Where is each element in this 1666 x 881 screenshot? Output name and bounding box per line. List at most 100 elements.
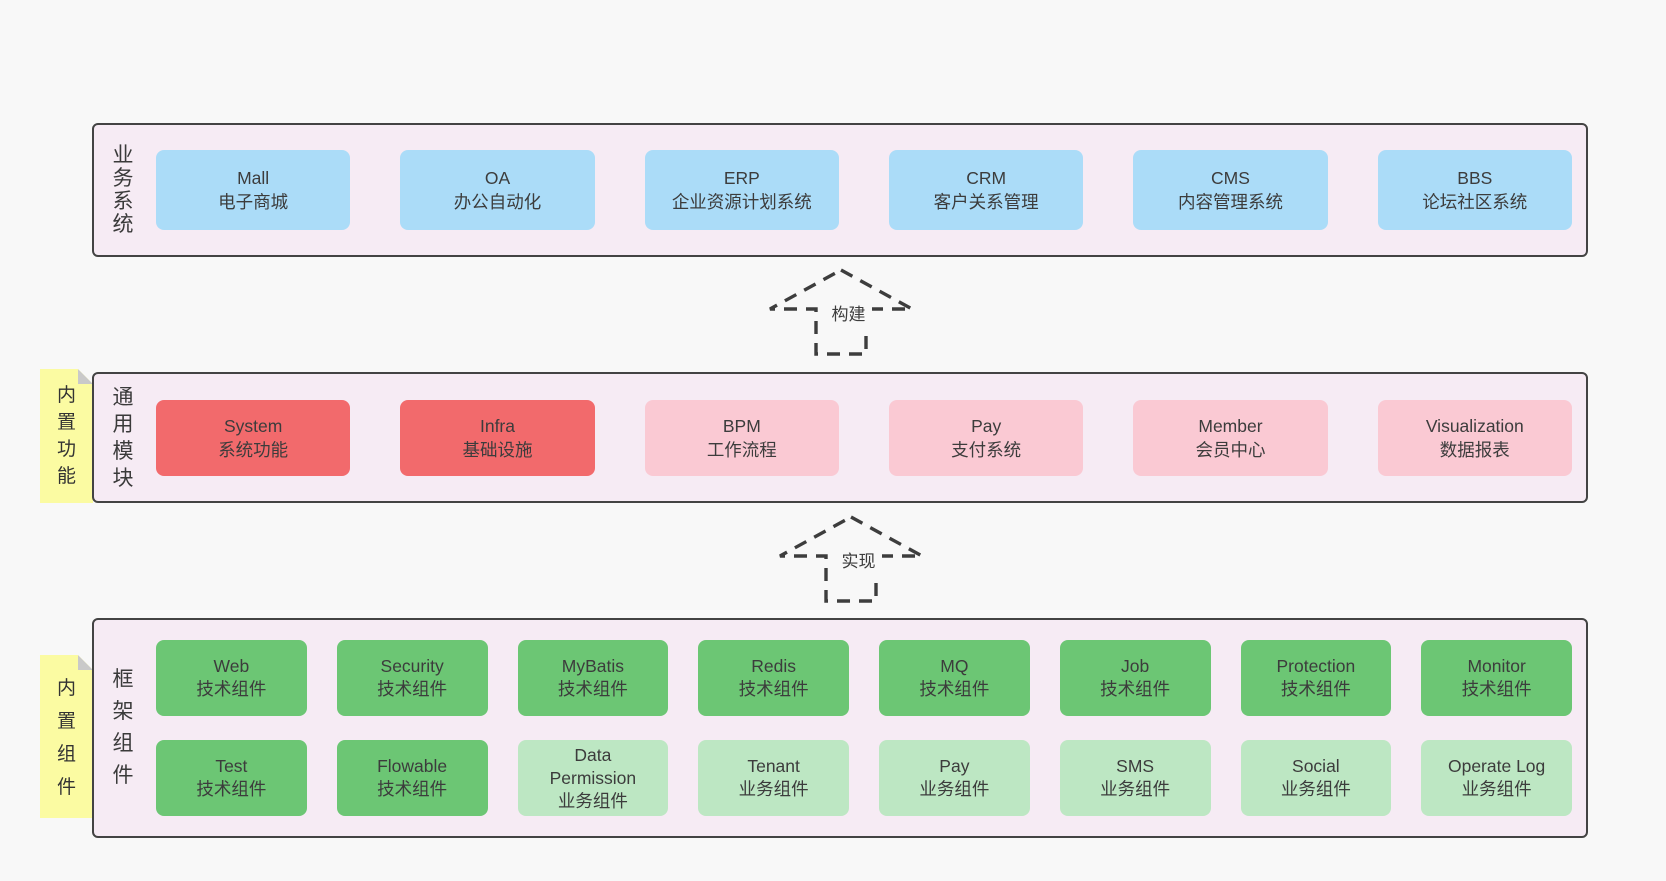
box-title: ERP: [723, 168, 760, 188]
box-title: Protection: [1276, 656, 1356, 676]
box-member: Member 会员中心: [1133, 399, 1328, 476]
box-subtitle: 技术组件: [557, 679, 628, 699]
sticky-note-label: 内置功能: [56, 385, 76, 487]
box-title: Tenant: [747, 756, 800, 776]
box-subtitle: 技术组件: [196, 779, 267, 799]
biz-components-row: Test 技术组件 Flowable 技术组件 Data Permission …: [156, 740, 1572, 816]
sticky-note-builtin-features: 内置功能: [40, 369, 93, 503]
box-social: Social 业务组件: [1240, 740, 1392, 816]
folded-corner-icon: [78, 655, 93, 670]
business-boxes-row: Mall 电子商城 OA 办公自动化 ERP 企业资源计划系统 CRM 客户关系…: [156, 150, 1572, 230]
sticky-note-label: 内置组件: [56, 678, 76, 798]
box-subtitle: 技术组件: [196, 679, 267, 699]
folded-corner-icon: [78, 369, 93, 384]
box-pay-component: Pay 业务组件: [879, 740, 1030, 816]
box-subtitle: 业务组件: [1280, 779, 1351, 799]
box-title: CMS: [1211, 168, 1250, 188]
box-subtitle: 内容管理系统: [1177, 192, 1283, 212]
box-title: System: [223, 415, 283, 436]
box-subtitle: 业务组件: [1461, 779, 1532, 799]
box-sms: SMS 业务组件: [1059, 740, 1211, 816]
box-subtitle: 技术组件: [1461, 679, 1532, 699]
arrow-label-build: 构建: [825, 298, 872, 327]
box-title: BPM: [722, 415, 761, 436]
box-erp: ERP 企业资源计划系统: [644, 150, 839, 230]
box-operate-log: Operate Log 业务组件: [1421, 740, 1572, 816]
box-subtitle: 支付系统: [951, 439, 1022, 460]
box-title: Visualization: [1425, 415, 1524, 436]
box-data-permission: Data Permission 业务组件: [517, 740, 669, 816]
box-job: Job 技术组件: [1059, 640, 1211, 716]
box-title: MQ: [940, 656, 969, 676]
box-subtitle: 技术组件: [1280, 679, 1351, 699]
box-subtitle: 技术组件: [738, 679, 809, 699]
box-subtitle: 数据报表: [1439, 439, 1510, 460]
box-title: Test: [215, 756, 248, 776]
common-modules-layer: 通用模块 System 系统功能 Infra 基础设施 BPM 工作流程 Pay…: [92, 372, 1588, 503]
up-block-arrow-icon: [769, 268, 913, 356]
box-title: Data Permission: [549, 744, 637, 788]
box-subtitle: 电子商城: [218, 192, 289, 212]
box-title: Job: [1121, 656, 1150, 676]
box-monitor: Monitor 技术组件: [1421, 640, 1572, 716]
box-flowable: Flowable 技术组件: [336, 740, 488, 816]
business-systems-layer: 业务系统 Mall 电子商城 OA 办公自动化 ERP 企业资源计划系统 CRM…: [92, 123, 1588, 257]
box-title: Infra: [479, 415, 515, 436]
box-subtitle: 论坛社区系统: [1422, 192, 1528, 212]
box-test: Test 技术组件: [156, 740, 307, 816]
build-arrow: 构建: [766, 266, 916, 358]
box-subtitle: 技术组件: [919, 679, 990, 699]
box-title: OA: [484, 168, 511, 188]
box-title: Member: [1198, 415, 1263, 436]
box-subtitle: 工作流程: [706, 439, 777, 460]
box-title: Mall: [237, 168, 270, 188]
box-mybatis: MyBatis 技术组件: [517, 640, 669, 716]
box-subtitle: 办公自动化: [453, 192, 542, 212]
box-mq: MQ 技术组件: [879, 640, 1030, 716]
box-title: MyBatis: [561, 656, 624, 676]
box-cms: CMS 内容管理系统: [1133, 150, 1328, 230]
box-subtitle: 系统功能: [218, 439, 289, 460]
tech-components-row: Web 技术组件 Security 技术组件 MyBatis 技术组件 Redi…: [156, 640, 1572, 716]
box-subtitle: 客户关系管理: [933, 192, 1039, 212]
box-bbs: BBS 论坛社区系统: [1377, 150, 1572, 230]
box-subtitle: 基础设施: [462, 439, 533, 460]
arrow-label-implement: 实现: [835, 545, 882, 574]
box-protection: Protection 技术组件: [1240, 640, 1392, 716]
sticky-note-builtin-components: 内置组件: [40, 655, 93, 818]
box-pay-module: Pay 支付系统: [888, 399, 1084, 476]
box-title: Security: [380, 656, 444, 676]
box-security: Security 技术组件: [336, 640, 488, 716]
box-crm: CRM 客户关系管理: [888, 150, 1084, 230]
up-block-arrow-icon: [779, 515, 923, 603]
box-subtitle: 技术组件: [377, 679, 448, 699]
framework-components-layer: 框架组件 Web 技术组件 Security 技术组件 MyBatis 技术组件…: [92, 618, 1588, 838]
box-subtitle: 业务组件: [738, 779, 809, 799]
box-subtitle: 业务组件: [1100, 779, 1171, 799]
module-boxes-row: System 系统功能 Infra 基础设施 BPM 工作流程 Pay 支付系统…: [156, 399, 1572, 476]
box-visualization: Visualization 数据报表: [1377, 399, 1572, 476]
box-title: Pay: [939, 756, 970, 776]
box-title: Pay: [971, 415, 1002, 436]
layer-side-label-business: 业务系统: [112, 144, 134, 236]
box-subtitle: 技术组件: [377, 779, 448, 799]
box-web: Web 技术组件: [156, 640, 307, 716]
box-system: System 系统功能: [156, 399, 351, 476]
layer-side-label-modules: 通用模块: [112, 385, 134, 490]
box-title: Redis: [751, 656, 796, 676]
box-subtitle: 企业资源计划系统: [671, 192, 812, 212]
box-title: Social: [1292, 756, 1340, 776]
box-infra: Infra 基础设施: [400, 399, 595, 476]
box-subtitle: 会员中心: [1195, 439, 1266, 460]
box-title: BBS: [1457, 168, 1493, 188]
implement-arrow: 实现: [776, 513, 926, 605]
box-title: Web: [213, 656, 250, 676]
box-title: CRM: [966, 168, 1007, 188]
box-tenant: Tenant 业务组件: [698, 740, 849, 816]
box-oa: OA 办公自动化: [400, 150, 595, 230]
box-redis: Redis 技术组件: [698, 640, 849, 716]
box-title: Operate Log: [1447, 756, 1546, 776]
layer-side-label-components: 框架组件: [112, 668, 134, 787]
box-bpm: BPM 工作流程: [644, 399, 839, 476]
